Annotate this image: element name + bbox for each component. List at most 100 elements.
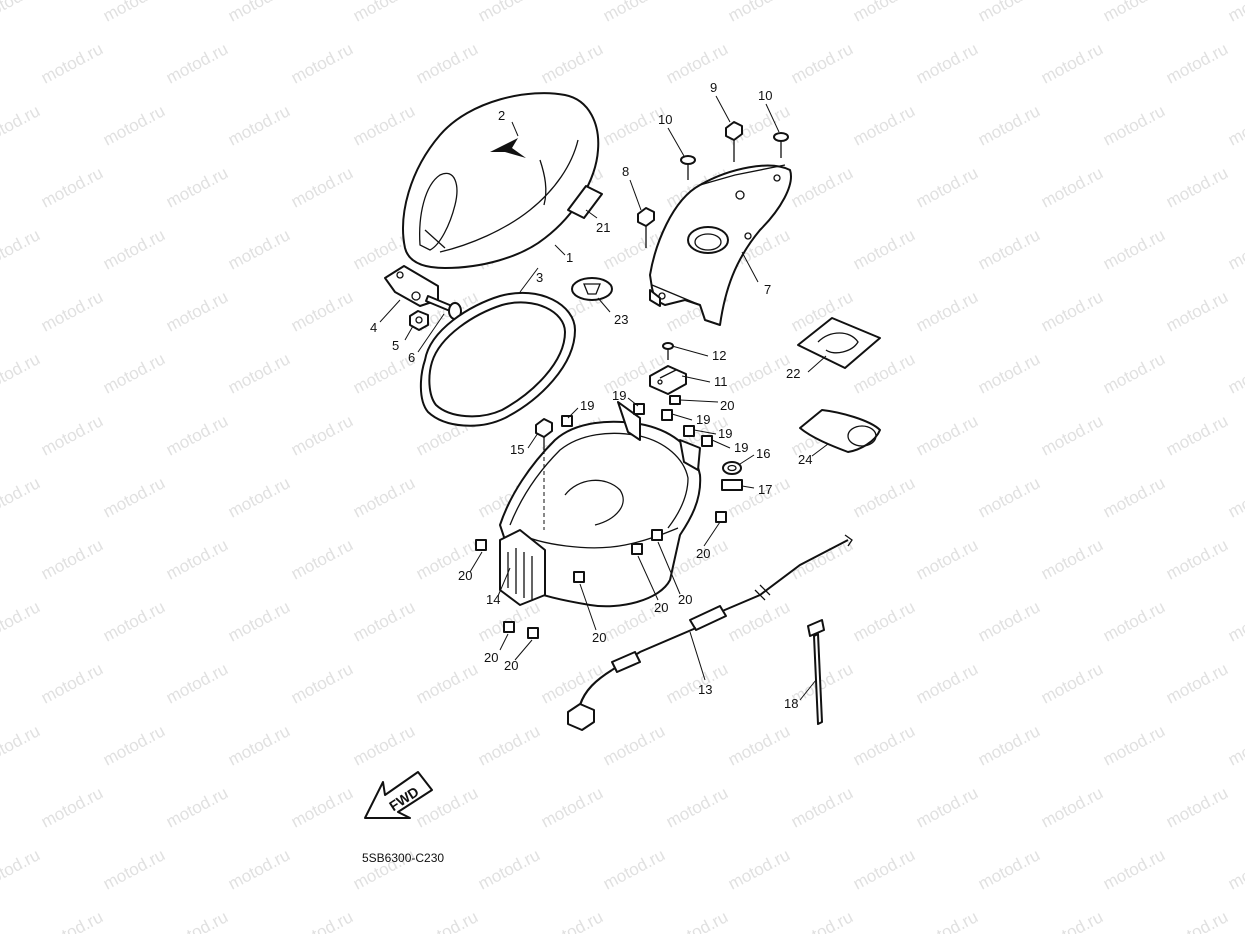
watermark-text: motod.ru <box>163 783 231 831</box>
watermark-text: motod.ru <box>1038 659 1106 707</box>
watermark-text: motod.ru <box>475 721 543 769</box>
clip-nut-20a[interactable] <box>669 395 681 405</box>
watermark-text: motod.ru <box>1163 39 1231 87</box>
watermark-text: motod.ru <box>350 721 418 769</box>
watermark-text: motod.ru <box>788 783 856 831</box>
watermark-text: motod.ru <box>788 163 856 211</box>
bolt-10b-part[interactable] <box>773 132 789 158</box>
watermark-text: motod.ru <box>850 721 918 769</box>
watermark-text: motod.ru <box>913 535 981 583</box>
bolt-9-part[interactable] <box>725 121 743 162</box>
watermark-text: motod.ru <box>225 721 293 769</box>
watermark-text: motod.ru <box>913 907 981 934</box>
watermark-text: motod.ru <box>413 907 481 934</box>
watermark-text: motod.ru <box>100 597 168 645</box>
watermark-text: motod.ru <box>1225 349 1245 397</box>
seat-lock-cable-part[interactable] <box>567 534 853 731</box>
watermark-text: motod.ru <box>1100 473 1168 521</box>
watermark-text: motod.ru <box>0 349 43 397</box>
rear-bracket-part[interactable] <box>649 164 792 326</box>
clip-nut-19b[interactable] <box>633 403 645 415</box>
clip-nut-19d[interactable] <box>683 425 695 437</box>
watermark-text: motod.ru <box>288 659 356 707</box>
watermark-text: motod.ru <box>163 659 231 707</box>
clip-nut-20b[interactable] <box>715 511 727 523</box>
watermark-text: motod.ru <box>38 411 106 459</box>
seat-part[interactable] <box>402 92 600 269</box>
clip-nut-20g[interactable] <box>631 543 643 555</box>
watermark-text: motod.ru <box>1100 349 1168 397</box>
watermark-text: motod.ru <box>1225 845 1245 893</box>
callout-7: 7 <box>764 282 771 297</box>
callout-23: 23 <box>614 312 628 327</box>
watermark-text: motod.ru <box>38 907 106 934</box>
screw-12-part[interactable] <box>662 342 674 360</box>
callout-20d: 20 <box>484 650 498 665</box>
cable-tie-part[interactable] <box>807 619 825 725</box>
watermark-text: motod.ru <box>225 0 293 26</box>
watermark-text: motod.ru <box>475 0 543 26</box>
hinge-nut-part[interactable] <box>409 310 429 331</box>
watermark-text: motod.ru <box>725 0 793 26</box>
callout-17: 16 <box>756 446 770 461</box>
watermark-text: motod.ru <box>600 721 668 769</box>
seat-seal-part[interactable] <box>419 291 576 427</box>
watermark-text: motod.ru <box>975 101 1043 149</box>
watermark-text: motod.ru <box>163 39 231 87</box>
callout-15: 14 <box>486 592 500 607</box>
clip-nut-19e[interactable] <box>701 435 713 447</box>
bolt-10a-part[interactable] <box>680 155 696 180</box>
grommet-18-part[interactable] <box>721 479 743 491</box>
bolt-8-part[interactable] <box>637 207 655 248</box>
clip-11-part[interactable] <box>649 365 687 395</box>
grommet-17-part[interactable] <box>722 461 742 475</box>
watermark-text: motod.ru <box>288 411 356 459</box>
watermark-text: motod.ru <box>350 0 418 26</box>
watermark-text: motod.ru <box>100 721 168 769</box>
watermark-text: motod.ru <box>975 845 1043 893</box>
clip-nut-20c[interactable] <box>475 539 487 551</box>
decal-part[interactable] <box>797 317 881 369</box>
clip-nut-20e[interactable] <box>527 627 539 639</box>
duct-part[interactable] <box>799 409 881 453</box>
watermark-text: motod.ru <box>350 101 418 149</box>
watermark-text: motod.ru <box>1038 907 1106 934</box>
watermark-text: motod.ru <box>0 721 43 769</box>
watermark-text: motod.ru <box>850 597 918 645</box>
emblem-part[interactable] <box>571 277 613 301</box>
watermark-text: motod.ru <box>225 225 293 273</box>
clip-nut-20d[interactable] <box>503 621 515 633</box>
hinge-bolt-part[interactable] <box>425 295 462 320</box>
watermark-text: motod.ru <box>663 783 731 831</box>
caution-label-part[interactable] <box>567 185 603 219</box>
watermark-text: motod.ru <box>1225 473 1245 521</box>
watermark-text: motod.ru <box>1163 411 1231 459</box>
watermark-text: motod.ru <box>100 101 168 149</box>
callout-20c: 20 <box>458 568 472 583</box>
watermark-text: motod.ru <box>600 0 668 26</box>
watermark-text: motod.ru <box>913 39 981 87</box>
watermark-text: motod.ru <box>1225 225 1245 273</box>
callout-12: 12 <box>712 348 726 363</box>
watermark-text: motod.ru <box>913 411 981 459</box>
callout-19a: 19 <box>580 398 594 413</box>
watermark-text: motod.ru <box>725 349 793 397</box>
clip-nut-19a[interactable] <box>561 415 573 427</box>
clip-nut-19c[interactable] <box>661 409 673 421</box>
watermark-text: motod.ru <box>538 659 606 707</box>
clip-nut-20f[interactable] <box>573 571 585 583</box>
watermark-text: motod.ru <box>0 473 43 521</box>
watermark-text: motod.ru <box>850 225 918 273</box>
watermark-text: motod.ru <box>38 783 106 831</box>
watermark-text: motod.ru <box>1038 535 1106 583</box>
clip-nut-20h[interactable] <box>651 529 663 541</box>
watermark-text: motod.ru <box>1163 659 1231 707</box>
bolt-16-part[interactable] <box>535 418 553 530</box>
callout-20e: 20 <box>504 658 518 673</box>
watermark-text: motod.ru <box>725 845 793 893</box>
callout-9: 9 <box>710 80 717 95</box>
watermark-text: motod.ru <box>413 659 481 707</box>
watermark-text: motod.ru <box>1038 411 1106 459</box>
storage-box-part[interactable] <box>499 401 702 608</box>
watermark-text: motod.ru <box>788 39 856 87</box>
